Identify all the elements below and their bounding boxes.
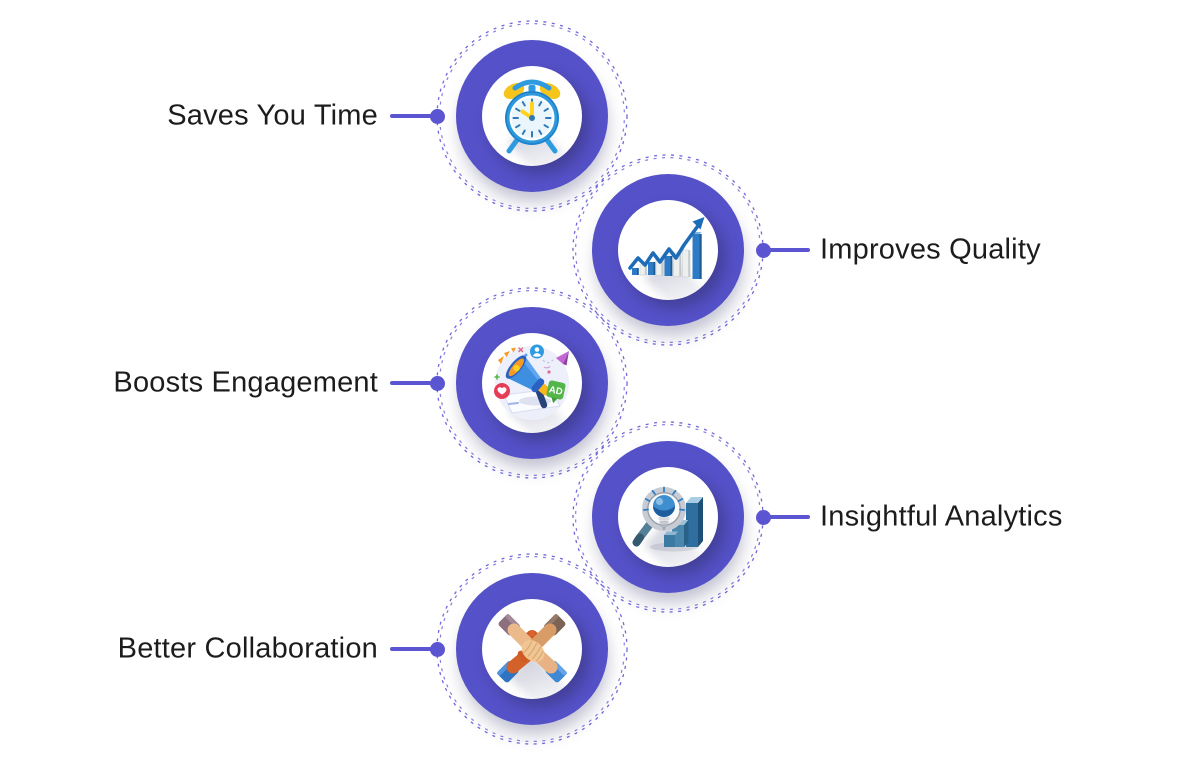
- benefit-label: Insightful Analytics: [820, 500, 1063, 533]
- benefit-label: Better Collaboration: [117, 632, 378, 665]
- connector-dot: [429, 108, 445, 124]
- connector-line: [763, 248, 810, 252]
- growth-chart-icon: [628, 217, 705, 279]
- benefit-saves-you-time: Saves You Time: [167, 20, 628, 212]
- connector-dot: [429, 641, 445, 657]
- benefit-boosts-engagement: AD Boosts Engagement: [113, 287, 628, 479]
- connector-line: [390, 381, 437, 385]
- icon-disc: [482, 66, 582, 166]
- benefit-label: Improves Quality: [820, 233, 1041, 266]
- connector-dot: [429, 375, 445, 391]
- svg-text:AD: AD: [548, 384, 564, 398]
- magnifier-bulb-chart-icon: [632, 486, 703, 552]
- megaphone-icon: AD: [494, 344, 569, 420]
- icon-disc: [482, 599, 582, 699]
- icon-disc: AD: [482, 333, 582, 433]
- circle-ring: [456, 573, 608, 725]
- circle-ring: [456, 40, 608, 192]
- benefit-improves-quality: Improves Quality: [572, 154, 1041, 346]
- benefit-better-collaboration: Better Collaboration: [118, 553, 628, 745]
- icon-disc: [618, 467, 718, 567]
- circle-ring: [592, 174, 744, 326]
- benefit-label: Boosts Engagement: [113, 366, 378, 399]
- circle-ring: AD: [456, 307, 608, 459]
- alarm-clock-icon: [503, 79, 561, 154]
- connector-line: [763, 515, 810, 519]
- circle-ring: [592, 441, 744, 593]
- benefit-insightful-analytics: Insightful Analytics: [572, 421, 1062, 613]
- connector-dot: [755, 509, 771, 525]
- connector-dot: [755, 242, 771, 258]
- benefit-label: Saves You Time: [167, 99, 378, 132]
- connector-line: [390, 647, 437, 651]
- icon-disc: [618, 200, 718, 300]
- connector-line: [390, 114, 437, 118]
- stacked-hands-icon: [497, 614, 567, 683]
